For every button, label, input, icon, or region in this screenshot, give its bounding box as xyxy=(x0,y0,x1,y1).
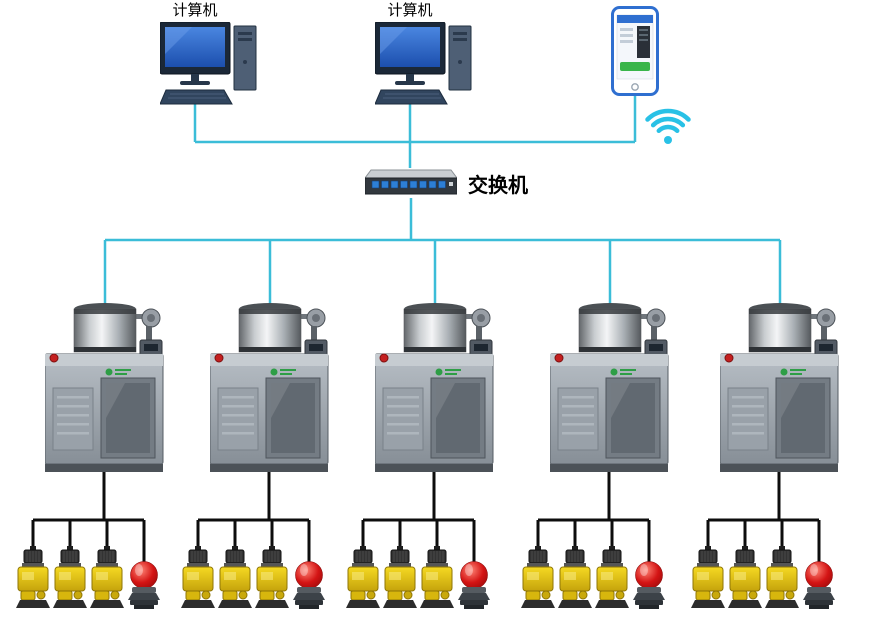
dosing-pump-3-2 xyxy=(383,546,417,609)
alarm-beacon-5 xyxy=(802,561,836,610)
dosing-pump-5-1 xyxy=(691,546,725,609)
dosing-pump-5-2 xyxy=(728,546,762,609)
alarm-beacon-4 xyxy=(632,561,666,610)
machine-unit-2 xyxy=(210,302,329,472)
dosing-pump-1-2 xyxy=(53,546,87,609)
computer-2 xyxy=(375,22,472,105)
machine-unit-4 xyxy=(550,302,669,472)
alarm-beacon-1 xyxy=(127,561,161,610)
computer-2-label: 计算机 xyxy=(387,1,432,19)
computer-1-label: 计算机 xyxy=(172,1,217,19)
power-lines-group-1 xyxy=(31,468,146,562)
wifi-icon xyxy=(645,108,691,144)
alarm-beacon-2 xyxy=(292,561,326,610)
network-switch xyxy=(365,169,457,195)
dosing-pump-3-3 xyxy=(420,546,454,609)
network-lines xyxy=(103,96,782,306)
mobile-phone xyxy=(611,6,659,96)
switch-label: 交换机 xyxy=(468,173,528,197)
alarm-beacon-3 xyxy=(457,561,491,610)
dosing-pump-1-1 xyxy=(16,546,50,609)
power-lines-group-4 xyxy=(536,468,651,562)
dosing-pump-5-3 xyxy=(765,546,799,609)
dosing-pump-4-3 xyxy=(595,546,629,609)
machine-unit-1 xyxy=(45,302,164,472)
power-lines-group-2 xyxy=(196,468,311,562)
dosing-pump-1-3 xyxy=(90,546,124,609)
power-lines-group-5 xyxy=(706,468,821,562)
computer-1 xyxy=(160,22,257,105)
dosing-pump-2-3 xyxy=(255,546,289,609)
dosing-pump-2-1 xyxy=(181,546,215,609)
dosing-pump-4-2 xyxy=(558,546,592,609)
power-lines xyxy=(31,468,821,562)
machine-unit-5 xyxy=(720,302,839,472)
dosing-pump-4-1 xyxy=(521,546,555,609)
machine-unit-3 xyxy=(375,302,494,472)
dosing-pump-3-1 xyxy=(346,546,380,609)
power-lines-group-3 xyxy=(361,468,476,562)
dosing-pump-2-2 xyxy=(218,546,252,609)
